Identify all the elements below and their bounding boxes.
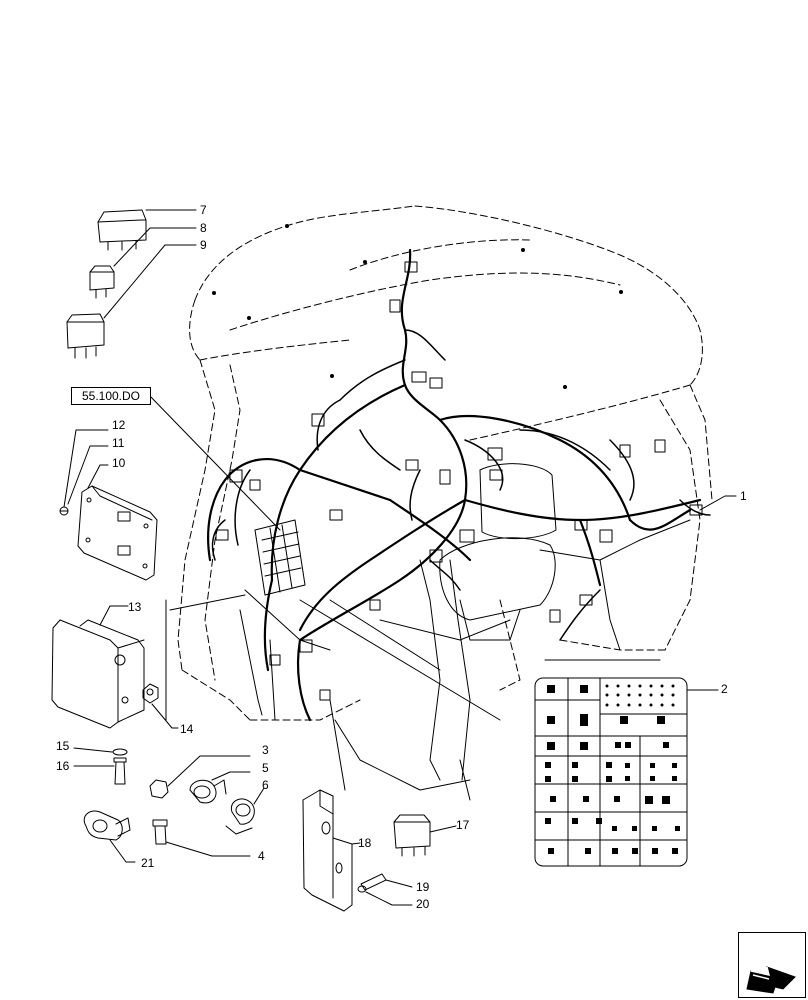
callout-16: 16: [56, 759, 70, 773]
callout-17: 17: [456, 818, 470, 832]
callout-2: 2: [721, 682, 728, 696]
clamp-part-5: [189, 771, 251, 804]
callout-3: 3: [262, 743, 269, 757]
operator-seat: [439, 463, 557, 641]
decal-symbols: [545, 685, 680, 854]
leader-lines-main: [148, 394, 661, 801]
callout-12: 12: [112, 418, 126, 432]
callout-13: 13: [128, 600, 142, 614]
screw-part-11-12: [59, 506, 69, 516]
callout-1: 1: [740, 489, 747, 503]
relay-part-7: [97, 209, 147, 251]
relay-part-9: [66, 313, 105, 359]
callout-21: 21: [141, 856, 155, 870]
nut-part-14: [142, 683, 179, 729]
callout-9: 9: [200, 238, 207, 252]
callout-11: 11: [112, 436, 125, 450]
cab-roof: [189, 205, 703, 441]
relay-part-8: [89, 265, 115, 299]
callout-10: 10: [112, 456, 126, 470]
bolt-part-19-20: [357, 873, 413, 906]
fuse-relay-block: [254, 519, 306, 596]
harness-connectors: [215, 261, 703, 701]
callout-15: 15: [56, 739, 70, 753]
relay-part-17: [393, 814, 457, 857]
leader-lines-10-12: [63, 429, 109, 508]
callout-5: 5: [262, 761, 269, 775]
decal-symbol-row-top: [605, 684, 675, 707]
callout-18: 18: [358, 836, 372, 850]
bracket-part-18: [302, 789, 361, 912]
next-page-arrow-icon: [746, 966, 796, 994]
wire-harness-branches: [211, 329, 711, 641]
callout-19: 19: [416, 880, 430, 894]
callout-6: 6: [262, 778, 269, 792]
callout-14: 14: [180, 722, 194, 736]
leader-lines-relays: [103, 209, 197, 319]
bolt-part-4: [152, 819, 251, 857]
leader-line-1: [699, 495, 737, 511]
next-page-button[interactable]: [738, 932, 806, 998]
callout-7: 7: [200, 203, 207, 217]
roof-fixings: [212, 224, 623, 389]
callout-4: 4: [258, 849, 265, 863]
control-unit-part-13: [51, 605, 145, 729]
bolt-part-16: [73, 757, 127, 785]
clamp-part-21: [83, 810, 136, 863]
clip-part-6: [225, 787, 265, 835]
washer-part-15: [73, 747, 128, 756]
floor-structure: [239, 519, 691, 791]
callout-20: 20: [416, 897, 430, 911]
reference-link-box[interactable]: 55.100.DO: [71, 387, 151, 405]
callout-8: 8: [200, 221, 207, 235]
wire-harness-main: [207, 248, 702, 722]
bracket-plate-part-10: [77, 485, 158, 581]
nut-part-3: [149, 755, 251, 799]
decal-sheet-part-2: [534, 677, 719, 867]
